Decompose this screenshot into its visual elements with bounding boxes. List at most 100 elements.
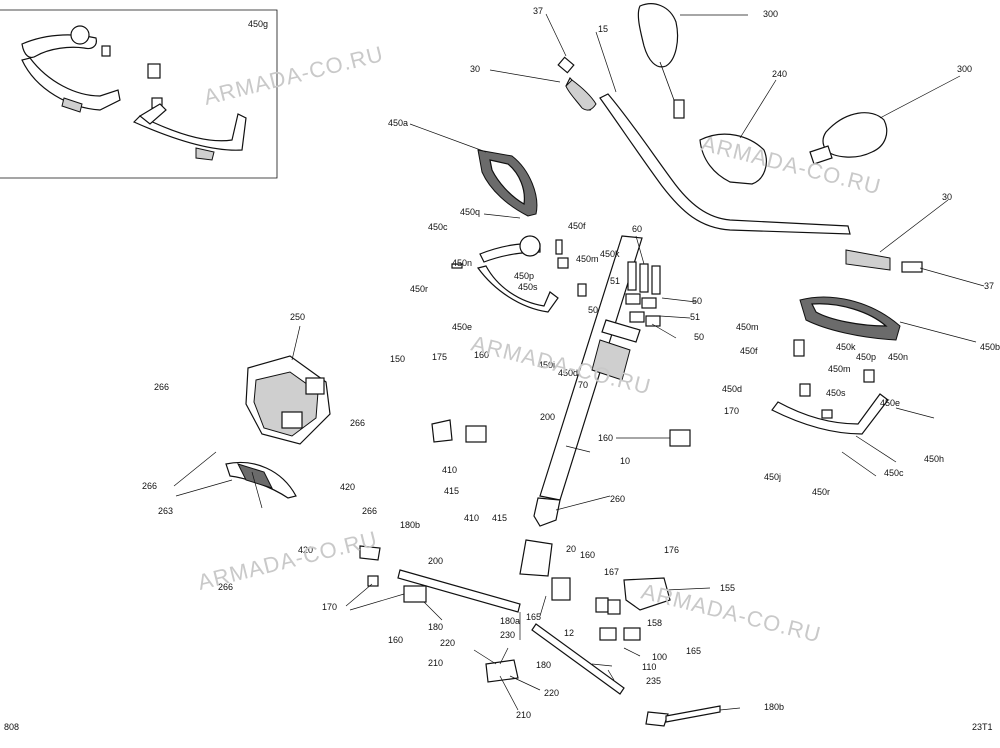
callout-266: 266 [350, 418, 365, 428]
callout-51: 51 [610, 276, 620, 286]
callout-300: 300 [763, 9, 778, 19]
callout-200: 200 [540, 412, 555, 422]
callout-160: 160 [598, 433, 613, 443]
callout-415: 415 [444, 486, 459, 496]
callout-210: 210 [516, 710, 531, 720]
callout-450b: 450b [980, 342, 1000, 352]
callout-50: 50 [588, 305, 598, 315]
callout-220: 220 [440, 638, 455, 648]
steering-gearbox [225, 355, 331, 499]
callout-30: 30 [470, 64, 480, 74]
callout-200: 200 [428, 556, 443, 566]
callout-60: 60 [632, 224, 642, 234]
callout-20: 20 [566, 544, 576, 554]
callout-180b: 180b [764, 702, 784, 712]
callout-450s: 450s [826, 388, 846, 398]
footer-code-left: 808 [4, 722, 19, 732]
callout-175: 175 [432, 352, 447, 362]
handguard-right [771, 296, 901, 435]
callout-450e: 450e [452, 322, 472, 332]
callout-100: 100 [652, 652, 667, 662]
callout-37: 37 [984, 281, 994, 291]
callout-266: 266 [362, 506, 377, 516]
callout-450c: 450c [884, 468, 904, 478]
callout-450p: 450p [514, 271, 534, 281]
callout-250: 250 [290, 312, 305, 322]
callout-266: 266 [142, 481, 157, 491]
callout-450a: 450a [388, 118, 408, 128]
callout-450n: 450n [888, 352, 908, 362]
callout-167: 167 [604, 567, 619, 577]
callout-450c: 450c [428, 222, 448, 232]
callout-420: 420 [298, 545, 313, 555]
callout-15: 15 [598, 24, 608, 34]
inset-box: 450g [0, 9, 278, 179]
callout-235: 235 [646, 676, 661, 686]
callout-180a: 180a [500, 616, 520, 626]
callout-176: 176 [664, 545, 679, 555]
callout-210: 210 [428, 658, 443, 668]
callout-410: 410 [442, 465, 457, 475]
footer-code-right: 23T1 [972, 722, 993, 732]
callout-420: 420 [340, 482, 355, 492]
callout-450j: 450j [538, 360, 555, 370]
callout-415: 415 [492, 513, 507, 523]
watermark-1: ARMADA-CO.RU [201, 41, 386, 110]
callout-155: 155 [720, 583, 735, 593]
callout-450d: 450d [558, 368, 578, 378]
callout-170: 170 [322, 602, 337, 612]
callout-450e: 450e [880, 398, 900, 408]
callout-240: 240 [772, 69, 787, 79]
callout-160: 160 [580, 550, 595, 560]
watermark-4: ARMADA-CO.RU [195, 526, 380, 595]
callout-450r: 450r [410, 284, 428, 294]
callout-450m: 450m [576, 254, 599, 264]
callout-450k: 450k [600, 249, 620, 259]
callout-180: 180 [536, 660, 551, 670]
callout-180: 180 [428, 622, 443, 632]
callout-165: 165 [526, 612, 541, 622]
callout-51: 51 [690, 312, 700, 322]
callout-410: 410 [464, 513, 479, 523]
callout-450f: 450f [568, 221, 586, 231]
callout-70: 70 [578, 380, 588, 390]
callout-450k: 450k [836, 342, 856, 352]
lower-linkage [359, 419, 721, 727]
callout-180b: 180b [400, 520, 420, 530]
callout-300: 300 [957, 64, 972, 74]
callout-165: 165 [686, 646, 701, 656]
callout-450s: 450s [518, 282, 538, 292]
callout-450m: 450m [828, 364, 851, 374]
callout-158: 158 [647, 618, 662, 628]
callout-230: 230 [500, 630, 515, 640]
callout-12: 12 [564, 628, 574, 638]
callout-450q: 450q [460, 207, 480, 217]
callout-260: 260 [610, 494, 625, 504]
callout-50: 50 [694, 332, 704, 342]
handguard-left [451, 149, 587, 313]
callout-263: 263 [158, 506, 173, 516]
callout-450j: 450j [764, 472, 781, 482]
callout-160: 160 [474, 350, 489, 360]
callout-266: 266 [218, 582, 233, 592]
handlebar-group [557, 3, 923, 273]
callout-110: 110 [642, 662, 656, 672]
callout-150: 150 [390, 354, 405, 364]
callout-220: 220 [544, 688, 559, 698]
steering-column [533, 235, 661, 527]
callout-450h: 450h [924, 454, 944, 464]
leader-lines [173, 13, 985, 711]
callout-170: 170 [724, 406, 739, 416]
callout-10: 10 [620, 456, 630, 466]
callout-266: 266 [154, 382, 169, 392]
callout-160: 160 [388, 635, 403, 645]
callout-30: 30 [942, 192, 952, 202]
callout-450d: 450d [722, 384, 742, 394]
callout-450n: 450n [452, 258, 472, 268]
callout-450f: 450f [740, 346, 758, 356]
inset-label: 450g [248, 19, 268, 29]
callout-450p: 450p [856, 352, 876, 362]
